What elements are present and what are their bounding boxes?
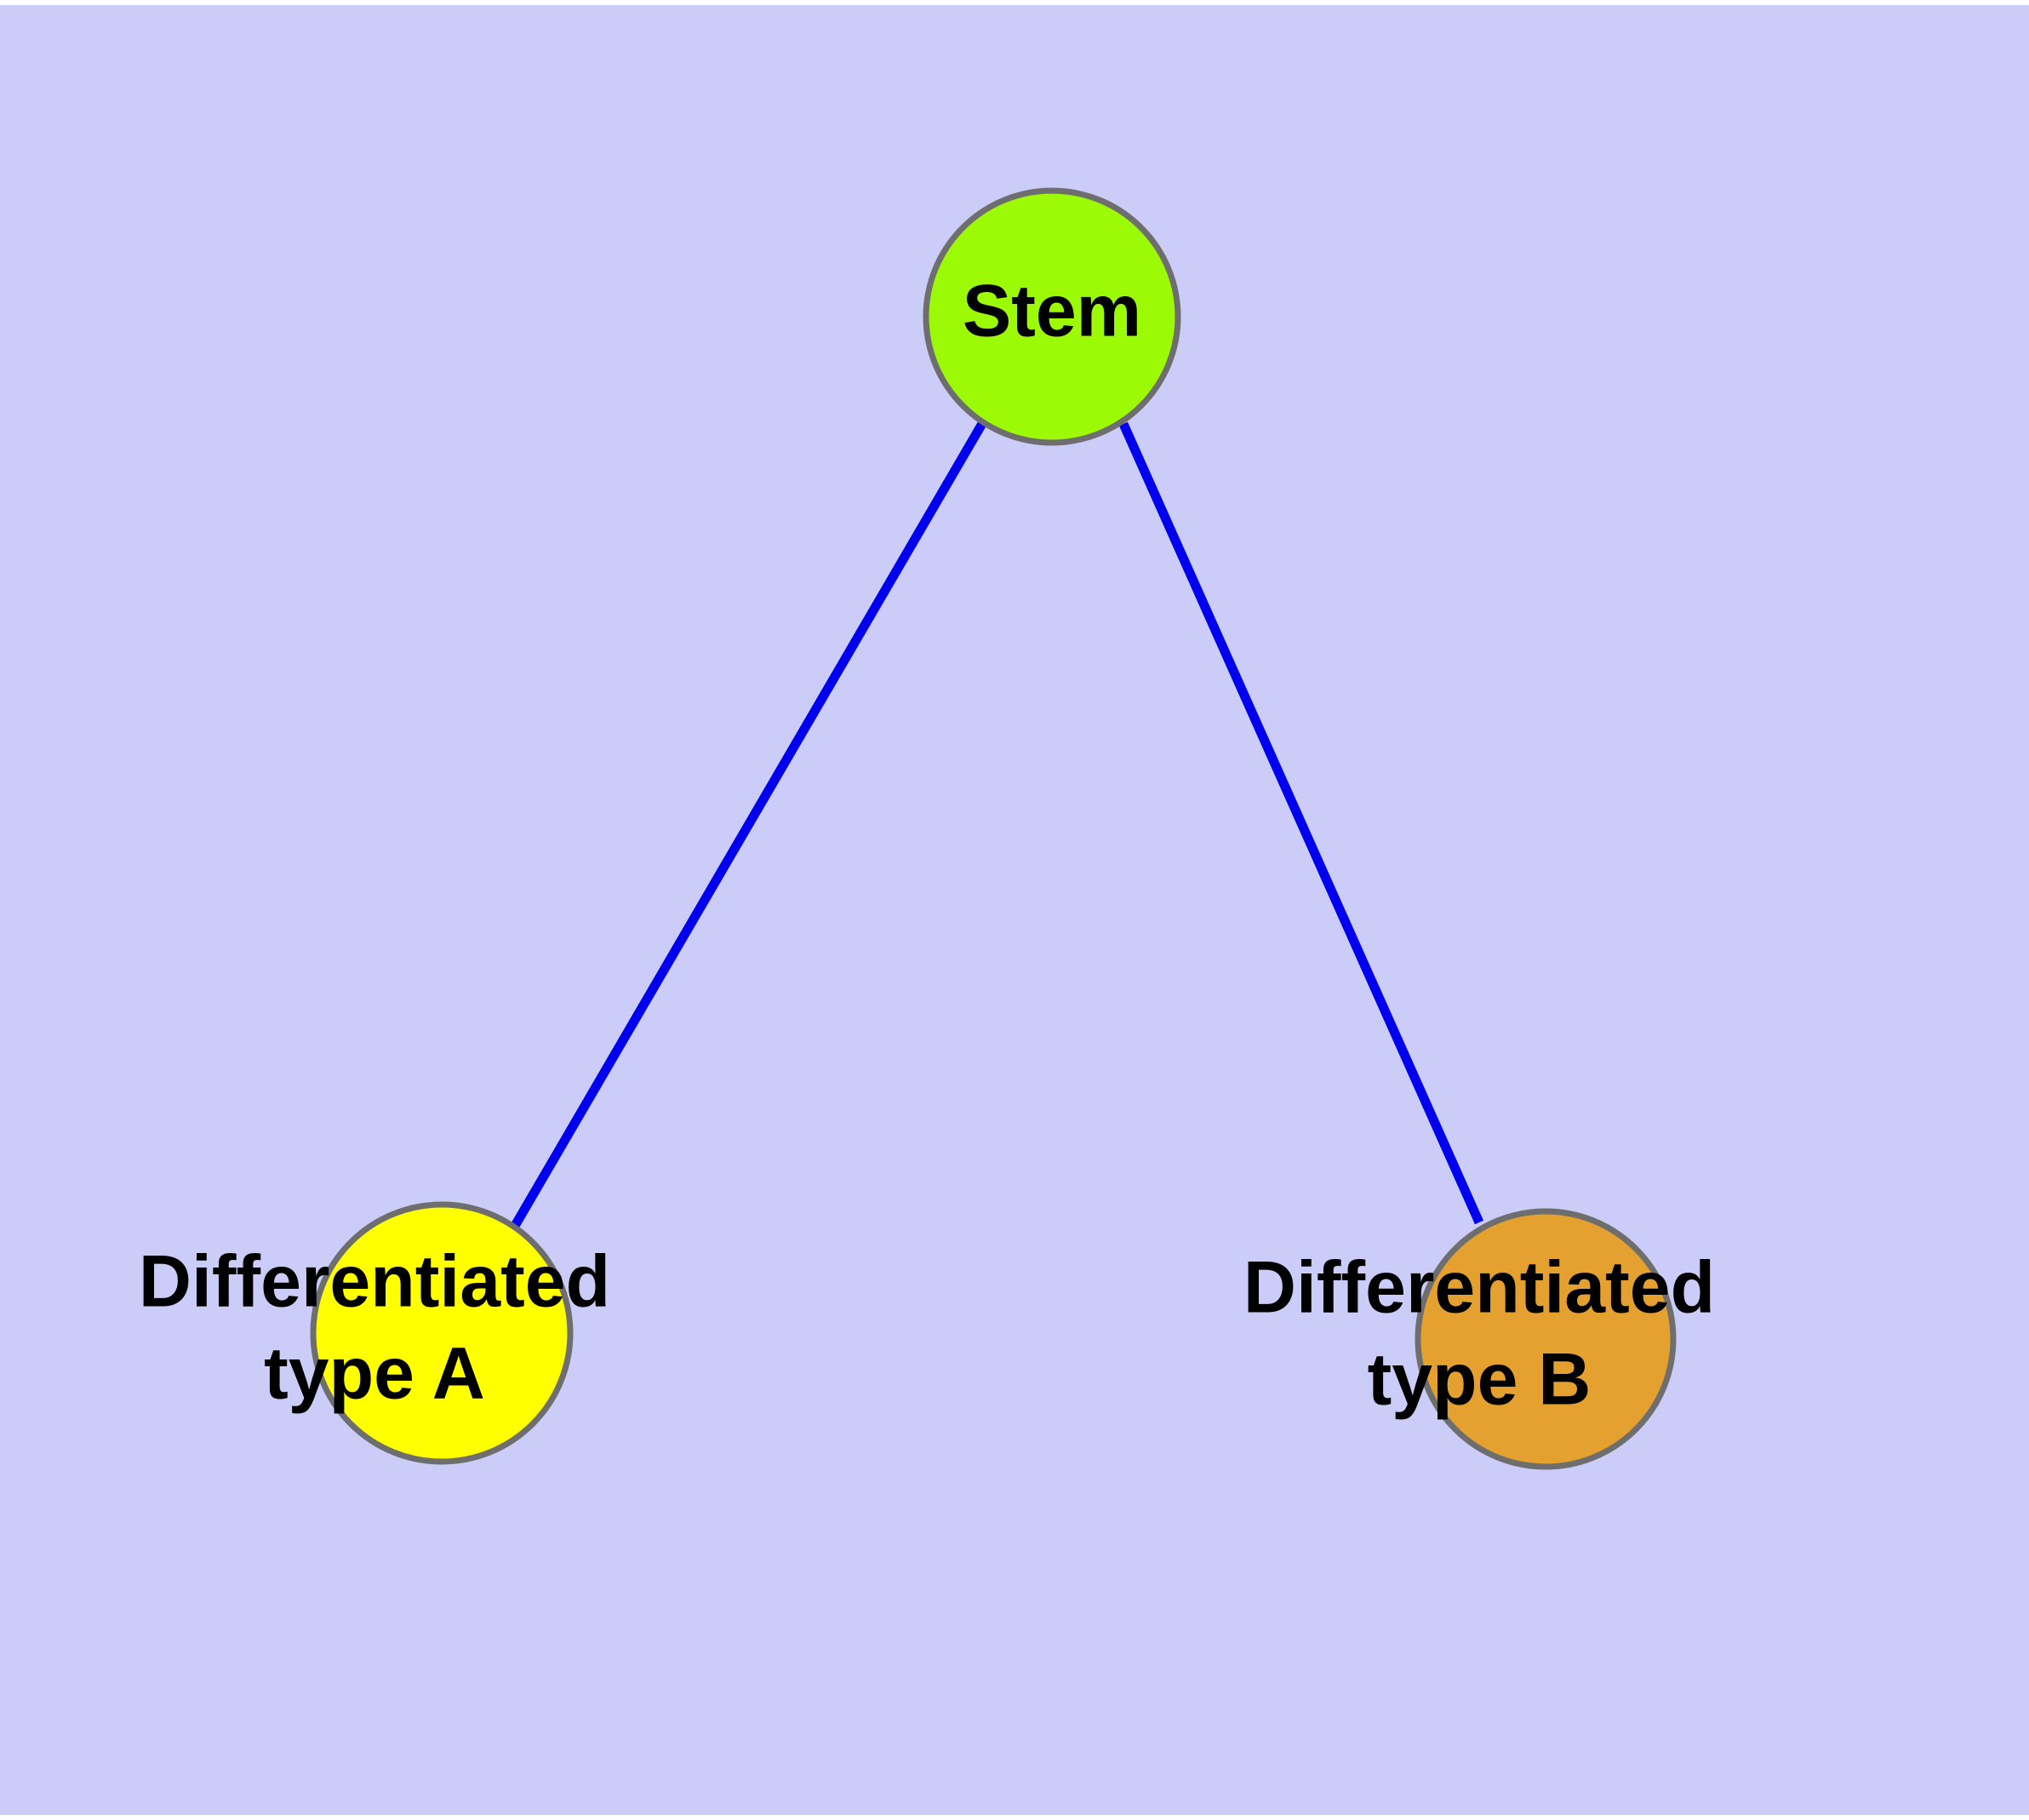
- node-diff-b-circle[interactable]: [1415, 1208, 1677, 1470]
- node-labels-layer: Stem Differentiated type A Differentiate…: [139, 271, 1715, 1421]
- node-diff-a-circle[interactable]: [310, 1201, 574, 1465]
- node-diff-b-label-line2: type B: [1368, 1339, 1592, 1421]
- node-stem-label: Stem: [963, 271, 1141, 352]
- nodes-layer: [310, 187, 1677, 1470]
- edges-layer: [511, 420, 1484, 1228]
- edge-stem-to-diff-b[interactable]: [1118, 421, 1484, 1225]
- node-diff-a-label-line2: type A: [264, 1333, 485, 1415]
- node-stem-circle[interactable]: [923, 187, 1181, 446]
- edge-stem-to-diff-a[interactable]: [511, 420, 987, 1228]
- node-diff-a-label-line1: Differentiated: [139, 1241, 610, 1323]
- node-diff-b-label-line1: Differentiated: [1243, 1247, 1715, 1329]
